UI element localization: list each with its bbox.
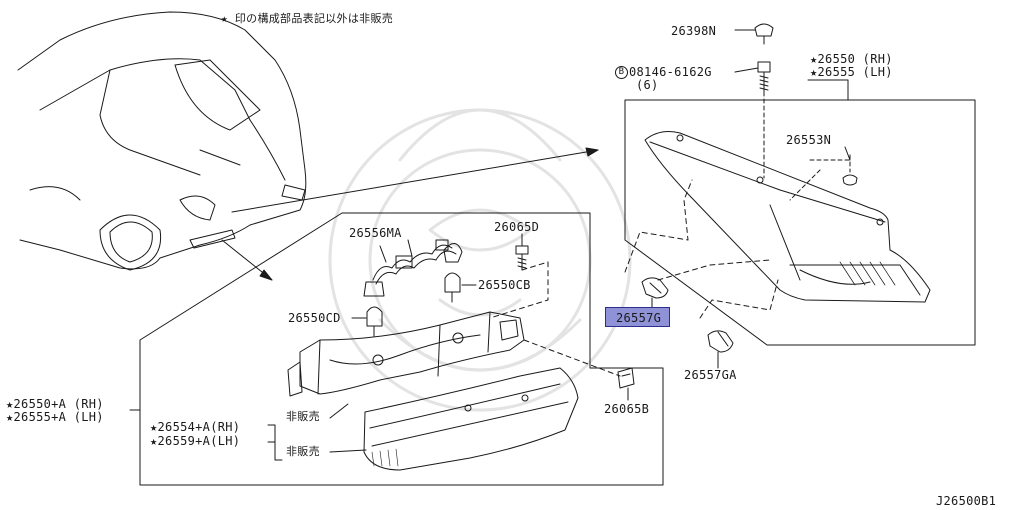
header-note: ★ 印の構成部品表記以外は非販売	[221, 12, 394, 25]
label-26557G: 26557G	[616, 311, 662, 325]
label-26555A-lh: ★26555+A (LH)	[6, 410, 104, 424]
bolt-08146	[757, 61, 771, 179]
bolt-b-badge: B	[615, 66, 628, 79]
assembly-frame-center	[139, 212, 664, 486]
label-26065D: 26065D	[494, 220, 540, 234]
bulb-26550CB	[444, 272, 477, 303]
label-26556MA: 26556MA	[349, 226, 402, 240]
label-not-for-sale-2: 非販売	[286, 445, 320, 458]
label-26554A-rh: ★26554+A(RH)	[150, 420, 241, 434]
label-26398N: 26398N	[671, 24, 717, 38]
bolt-08146-number: 08146-6162G	[629, 65, 712, 79]
side-marker-lamp	[644, 131, 931, 303]
highlight-26557G[interactable]: 26557G	[605, 307, 670, 327]
label-26553N: 26553N	[786, 133, 832, 147]
bulb-26557GA	[699, 279, 779, 353]
clip-26065B	[523, 339, 635, 401]
label-26550A-rh: ★26550+A (RH)	[6, 397, 104, 411]
lamp-housing	[287, 311, 525, 397]
label-26550CB: 26550CB	[478, 278, 531, 292]
right-leaders	[651, 29, 851, 369]
assembly-frame-right	[624, 99, 976, 346]
label-26557GA: 26557GA	[684, 368, 737, 382]
watermark	[328, 108, 632, 412]
label-08146-qty: (6)	[636, 78, 659, 92]
bulb-26550CD	[351, 306, 383, 337]
diagram-code: J26500B1	[936, 494, 997, 508]
leader-arrows	[221, 147, 599, 281]
nut-26553N	[789, 154, 858, 201]
label-26065B: 26065B	[604, 402, 650, 416]
center-leaders	[129, 239, 413, 461]
car-outline	[17, 11, 307, 271]
label-26555-lh: ★26555 (LH)	[810, 65, 893, 79]
socket-26557G	[624, 179, 771, 299]
screw-26065D	[489, 233, 549, 319]
wire-harness-26556MA	[363, 239, 463, 297]
label-26550-rh: ★26550 (RH)	[810, 52, 893, 66]
label-not-for-sale-1: 非販売	[286, 410, 320, 423]
lamp-lens	[363, 367, 579, 471]
label-26550CD: 26550CD	[288, 311, 341, 325]
label-26559A-lh: ★26559+A(LH)	[150, 434, 241, 448]
clip-26398N	[754, 23, 774, 45]
